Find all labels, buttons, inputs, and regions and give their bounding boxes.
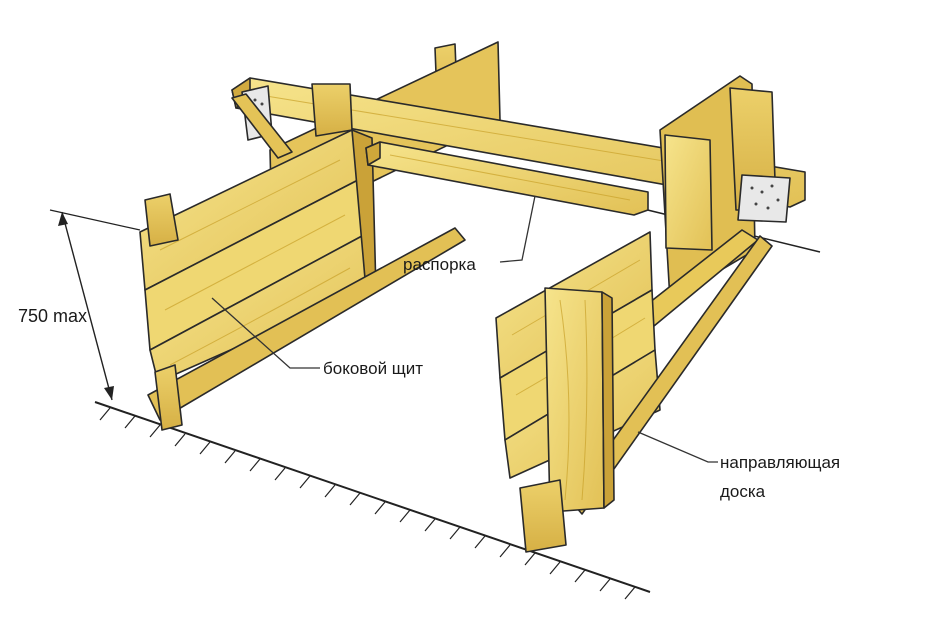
left-stake: [311, 83, 353, 137]
left-guide-board: [144, 193, 466, 431]
dimension-label: 750 max: [18, 306, 87, 326]
left-side-panel: [139, 129, 377, 383]
dimension-indicator: [49, 209, 141, 401]
side-panel-label: боковой щит: [323, 359, 423, 378]
right-front-post: [519, 287, 615, 553]
right-metal-bracket: [737, 174, 791, 223]
spacer-label: распорка: [403, 255, 476, 274]
guide-board-label-line2: доска: [720, 482, 766, 501]
spacer-beam: [365, 141, 649, 216]
left-metal-bracket: [231, 85, 293, 159]
leader-lines: [211, 195, 718, 463]
guide-board-label-line1: направляющая: [720, 453, 840, 472]
